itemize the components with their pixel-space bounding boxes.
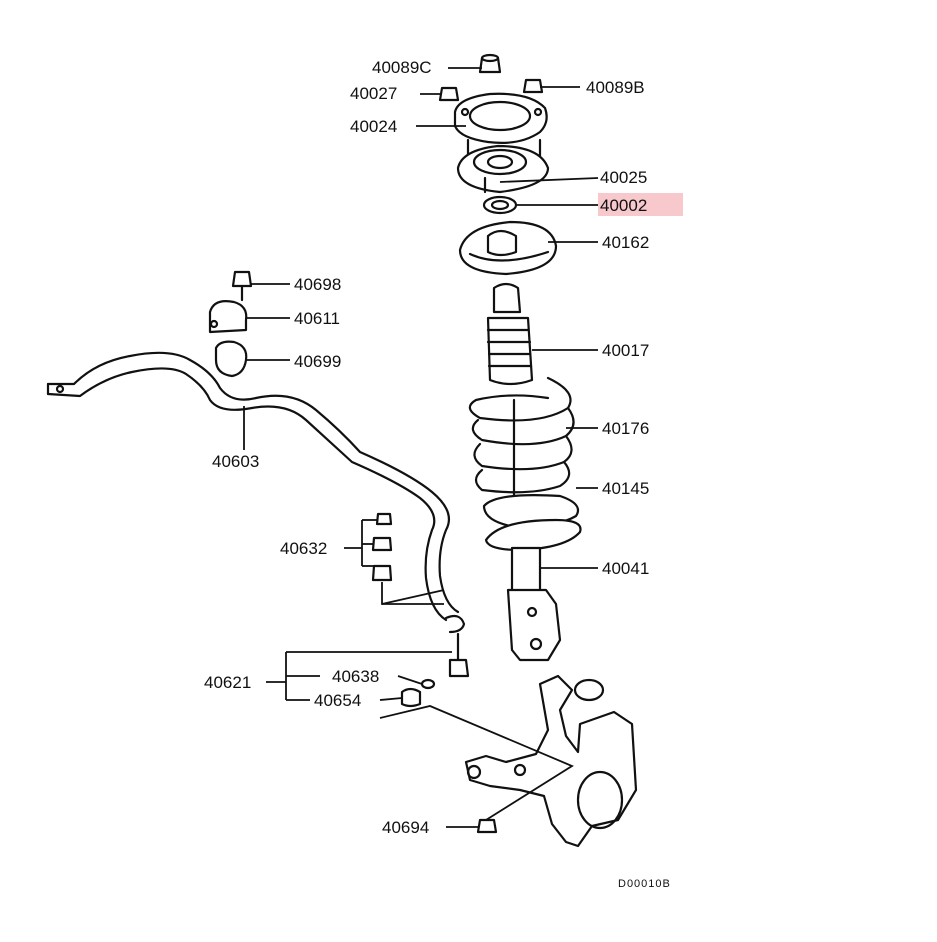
label-40611[interactable]: 40611 [294, 309, 340, 328]
nut-40694 [476, 818, 498, 834]
bolt-40698 [231, 270, 253, 302]
bracket-40611 [208, 300, 248, 334]
label-40041[interactable]: 40041 [602, 559, 649, 578]
label-40024[interactable]: 40024 [350, 117, 397, 136]
label-40145[interactable]: 40145 [602, 479, 649, 498]
upper-spring-seat-40162 [458, 220, 558, 276]
label-40632[interactable]: 40632 [280, 539, 327, 558]
label-40162[interactable]: 40162 [602, 233, 649, 252]
label-40698[interactable]: 40698 [294, 275, 341, 294]
coil-spring-40176 [468, 376, 575, 502]
label-40017[interactable]: 40017 [602, 341, 649, 360]
label-40025[interactable]: 40025 [600, 168, 647, 187]
bushing-40699 [214, 340, 248, 378]
label-40621[interactable]: 40621 [204, 673, 251, 692]
strut-insulator-40025 [456, 138, 550, 194]
label-40654[interactable]: 40654 [314, 691, 361, 710]
nut-40089b [522, 78, 544, 94]
leader-lines [243, 67, 599, 828]
steering-knuckle [464, 674, 638, 848]
label-40089c[interactable]: 40089C [372, 58, 432, 77]
dust-boot-40017 [486, 282, 534, 386]
nut-40027 [438, 86, 460, 102]
label-40176[interactable]: 40176 [602, 419, 649, 438]
lower-spring-seat-40145 [482, 494, 580, 528]
label-40694[interactable]: 40694 [382, 818, 429, 837]
top-nut-40089c [478, 53, 502, 74]
label-40603[interactable]: 40603 [212, 452, 259, 471]
mount-plate-40024 [453, 92, 548, 144]
stabilizer-bar-40603 [46, 351, 466, 634]
label-40089b[interactable]: 40089B [586, 78, 645, 97]
highlight-box [598, 193, 683, 216]
part-labels: 40089C 40027 40089B 40024 40025 40002 40… [204, 58, 671, 890]
knuckle-leader [379, 705, 574, 821]
label-40638[interactable]: 40638 [332, 667, 379, 686]
label-40699[interactable]: 40699 [294, 352, 341, 371]
label-40002[interactable]: 40002 [600, 196, 647, 215]
label-40027[interactable]: 40027 [350, 84, 397, 103]
strut-bearing-40002 [482, 195, 518, 215]
strut-assembly-40041 [484, 518, 582, 662]
stabilizer-link-40621 [400, 632, 470, 708]
drawing-code: D00010B [618, 878, 671, 890]
